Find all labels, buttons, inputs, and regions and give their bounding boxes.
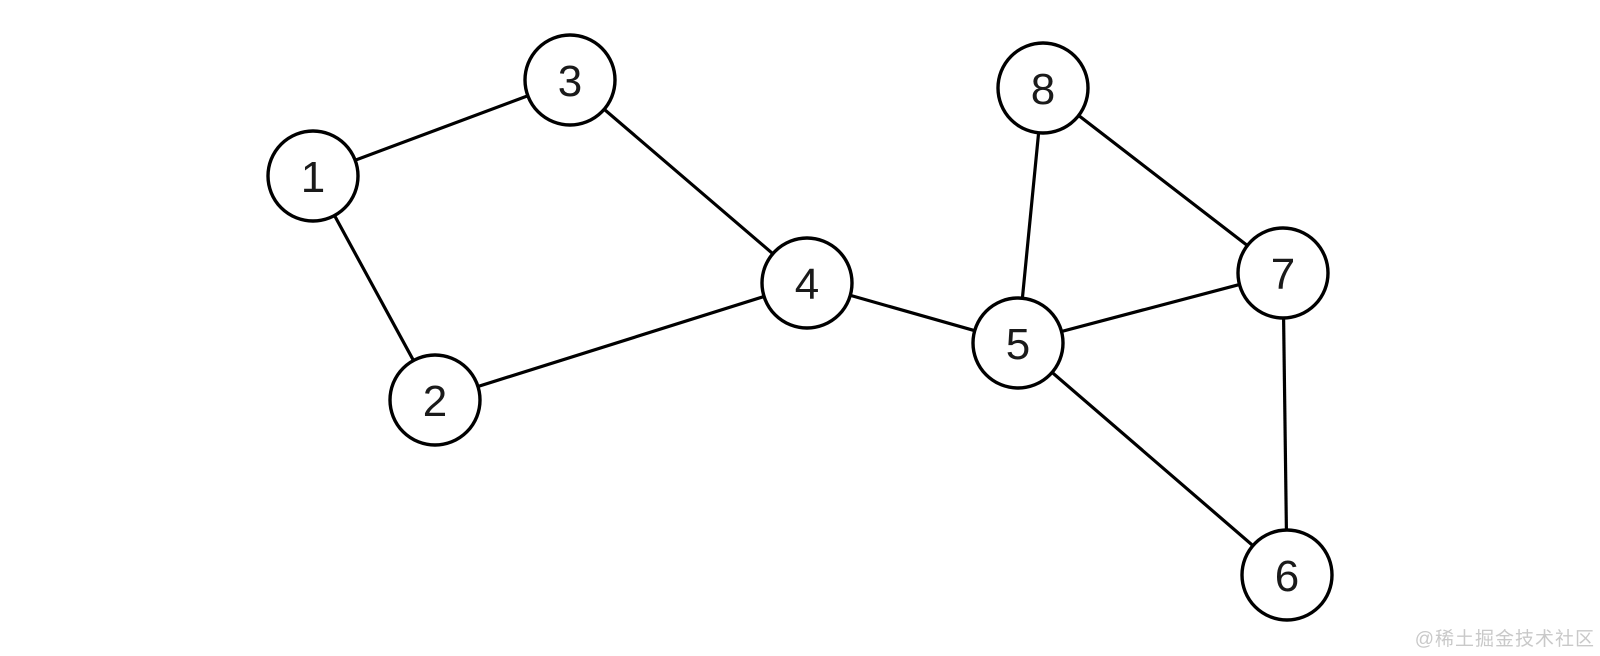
graph-node-circle-5	[971, 296, 1065, 390]
graph-node-label-4: 4	[795, 260, 819, 309]
graph-node-circle-3	[523, 33, 617, 127]
graph-node-label-1: 1	[301, 153, 325, 202]
graph-edge-7-8	[1042, 86, 1284, 275]
graph-node-7: 7	[1236, 226, 1330, 320]
graph-node-label-6: 6	[1275, 552, 1299, 601]
graph-edge-3-4	[568, 78, 809, 285]
graph-node-6: 6	[1240, 528, 1334, 622]
watermark: @稀土掘金技术社区	[1414, 629, 1595, 650]
graph-node-label-2: 2	[423, 377, 447, 426]
graph-edge-6-7	[1281, 272, 1289, 576]
graph-node-circle-4	[760, 236, 854, 330]
graph-node-label-7: 7	[1271, 250, 1295, 299]
graph-node-5: 5	[971, 296, 1065, 390]
graph-node-label-3: 3	[558, 57, 582, 106]
graph-node-8: 8	[996, 41, 1090, 135]
nodes-layer: 1 2 3 4 5 6 7 8	[266, 33, 1334, 622]
graph-edge-5-6	[1016, 341, 1289, 577]
graph-edge-2-4	[434, 281, 808, 402]
graph-node-circle-1	[266, 129, 360, 223]
graph-node-1: 1	[266, 129, 360, 223]
graph-node-circle-2	[388, 353, 482, 447]
graph-node-label-5: 5	[1006, 320, 1030, 369]
graph-node-circle-7	[1236, 226, 1330, 320]
graph-node-circle-6	[1240, 528, 1334, 622]
graph-node-2: 2	[388, 353, 482, 447]
graph-node-label-8: 8	[1031, 65, 1055, 114]
graph-node-circle-8	[996, 41, 1090, 135]
graph-node-3: 3	[523, 33, 617, 127]
graph-node-4: 4	[760, 236, 854, 330]
